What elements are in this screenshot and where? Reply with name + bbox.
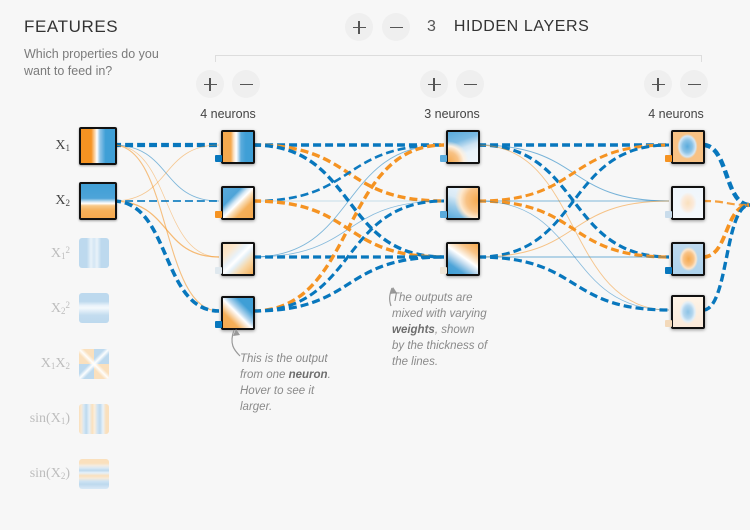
- weights-annotation: The outputs are mixed with varying weigh…: [392, 292, 488, 368]
- feature-x1-label: X1: [55, 138, 70, 153]
- features-heading: FEATURES: [24, 17, 119, 36]
- feature-sin-x2[interactable]: sin(X2): [24, 459, 109, 489]
- layer-1-controls: 4 neurons: [196, 70, 260, 121]
- hidden-layers-label: HIDDEN LAYERS: [453, 18, 590, 35]
- neuron-l2n2[interactable]: [446, 186, 480, 220]
- feature-sin-x1-thumbnail: [79, 404, 109, 434]
- add-neuron-layer-1-button[interactable]: [196, 70, 224, 98]
- add-neuron-layer-2-button[interactable]: [420, 70, 448, 98]
- feature-sin-x2-label: sin(X2): [29, 466, 70, 481]
- neuron-l2n1-heatmap: [448, 132, 478, 162]
- feature-x1x2[interactable]: X1X2: [24, 349, 109, 379]
- hidden-layers-bracket: [215, 55, 702, 62]
- feature-x2-squared[interactable]: X22: [24, 293, 109, 323]
- neuron-l3n2-heatmap: [673, 188, 703, 218]
- layer-2-controls: 3 neurons: [420, 70, 484, 121]
- feature-x1x2-label: X1X2: [40, 356, 70, 371]
- layer-2-neuron-count: 3 neurons: [424, 107, 480, 121]
- neuron-l3n4-heatmap: [673, 297, 703, 327]
- add-hidden-layer-button[interactable]: [345, 13, 373, 41]
- neuron-l3n1[interactable]: [671, 130, 705, 164]
- neuron-l2n1[interactable]: [446, 130, 480, 164]
- neuron-l1n3-heatmap: [223, 244, 253, 274]
- feature-x2[interactable]: X2: [24, 182, 117, 220]
- feature-x1-squared-thumbnail: [79, 238, 109, 268]
- layer-1-neuron-count: 4 neurons: [200, 107, 256, 121]
- neuron-l1n2[interactable]: [221, 186, 255, 220]
- feature-x1x2-thumbnail: [79, 349, 109, 379]
- feature-x1-squared[interactable]: X12: [24, 238, 109, 268]
- neuron-l2n1-bias[interactable]: [440, 155, 447, 162]
- neuron-l2n3-bias[interactable]: [440, 267, 447, 274]
- hidden-layers-count: 3: [427, 18, 436, 35]
- neuron-l1n4-heatmap: [223, 298, 253, 328]
- neuron-l1n3-bias[interactable]: [215, 267, 222, 274]
- layer-3-neuron-count: 4 neurons: [648, 107, 704, 121]
- feature-sin-x1[interactable]: sin(X1): [24, 404, 109, 434]
- feature-x1-thumbnail: [79, 127, 117, 165]
- neuron-l1n1-heatmap: [223, 132, 253, 162]
- features-subtitle: Which properties do you want to feed in?: [24, 47, 159, 78]
- neuron-l3n3-heatmap: [673, 244, 703, 274]
- feature-x1-squared-label: X12: [50, 244, 70, 261]
- feature-x2-squared-label: X22: [50, 299, 70, 316]
- neuron-l1n4-bias[interactable]: [215, 321, 222, 328]
- add-neuron-layer-3-button[interactable]: [644, 70, 672, 98]
- remove-hidden-layer-button[interactable]: [382, 13, 410, 41]
- neuron-l3n3[interactable]: [671, 242, 705, 276]
- neuron-l3n2[interactable]: [671, 186, 705, 220]
- feature-sin-x1-label: sin(X1): [29, 411, 70, 426]
- remove-neuron-layer-1-button[interactable]: [232, 70, 260, 98]
- neuron-l1n4[interactable]: [221, 296, 255, 330]
- neuron-l1n3[interactable]: [221, 242, 255, 276]
- neuron-l3n4[interactable]: [671, 295, 705, 329]
- neuron-l2n3-heatmap: [448, 244, 478, 274]
- neuron-l3n3-bias[interactable]: [665, 267, 672, 274]
- neuron-output-annotation: This is the output from one neuron. Hove…: [240, 353, 331, 413]
- neuron-l3n1-bias[interactable]: [665, 155, 672, 162]
- neuron-l2n2-bias[interactable]: [440, 211, 447, 218]
- neuron-l1n1-bias[interactable]: [215, 155, 222, 162]
- feature-x2-thumbnail: [79, 182, 117, 220]
- feature-x1[interactable]: X1: [24, 127, 117, 165]
- hidden-layers-controls: 3 HIDDEN LAYERS: [345, 13, 589, 41]
- remove-neuron-layer-3-button[interactable]: [680, 70, 708, 98]
- neuron-l1n2-bias[interactable]: [215, 211, 222, 218]
- neuron-l3n4-bias[interactable]: [665, 320, 672, 327]
- feature-x2-squared-thumbnail: [79, 293, 109, 323]
- neuron-l3n2-bias[interactable]: [665, 211, 672, 218]
- neuron-l1n1[interactable]: [221, 130, 255, 164]
- feature-sin-x2-thumbnail: [79, 459, 109, 489]
- neuron-l3n1-heatmap: [673, 132, 703, 162]
- neuron-l2n3[interactable]: [446, 242, 480, 276]
- layer-3-controls: 4 neurons: [644, 70, 708, 121]
- remove-neuron-layer-2-button[interactable]: [456, 70, 484, 98]
- neuron-l2n2-heatmap: [448, 188, 478, 218]
- neuron-l1n2-heatmap: [223, 188, 253, 218]
- feature-x2-label: X2: [55, 193, 70, 208]
